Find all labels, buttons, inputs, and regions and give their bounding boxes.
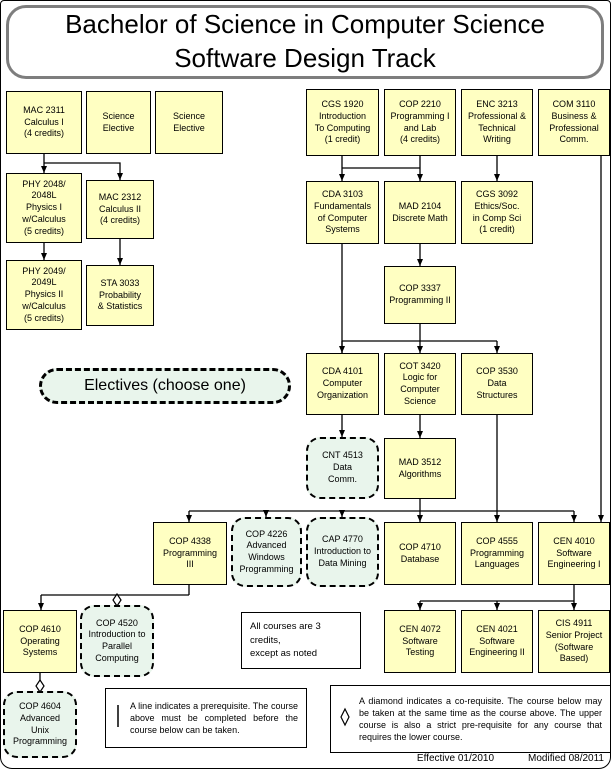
legend-corequisite: A diamond indicates a co-requisite. The … (330, 685, 610, 753)
course-cop4338: COP 4338 Programming III (153, 522, 227, 585)
line-icon (114, 702, 122, 733)
electives-label: Electives (choose one) (39, 368, 291, 404)
course-cis4911: CIS 4911 Senior Project (Software Based) (538, 610, 610, 673)
course-mad2104: MAD 2104 Discrete Math (384, 181, 456, 244)
course-enc3213: ENC 3213 Professional & Technical Writin… (461, 89, 533, 156)
course-science-elective-2: Science Elective (155, 91, 223, 154)
course-science-elective-1: Science Elective (86, 91, 151, 154)
course-cda4101: CDA 4101 Computer Organization (306, 353, 379, 415)
credits-note: All courses are 3 credits, except as not… (241, 612, 361, 669)
course-cgs3092: CGS 3092 Ethics/Soc. in Comp Sci (1 cred… (461, 181, 533, 244)
legend-prerequisite-text: A line indicates a prerequisite. The cou… (130, 700, 298, 736)
course-cop4710: COP 4710 Database (384, 522, 456, 585)
course-cop2210: COP 2210 Programming I and Lab (4 credit… (384, 89, 456, 156)
course-cen4021: CEN 4021 Software Engineering II (461, 610, 533, 673)
course-phy2049: PHY 2049/ 2049L Physics II w/Calculus (5… (6, 260, 82, 330)
course-cop3530: COP 3530 Data Structures (461, 353, 533, 415)
course-mac2312: MAC 2312 Calculus II (4 credits) (86, 180, 154, 239)
course-phy2048: PHY 2048/ 2048L Physics I w/Calculus (5 … (6, 173, 82, 243)
course-cap4770: CAP 4770 Introduction to Data Mining (306, 517, 379, 587)
course-cgs1920: CGS 1920 Introduction To Computing (1 cr… (306, 89, 379, 156)
course-cen4072: CEN 4072 Software Testing (384, 610, 456, 673)
legend-corequisite-text: A diamond indicates a co-requisite. The … (359, 695, 602, 743)
course-com3110: COM 3110 Business & Professional Comm. (538, 89, 610, 156)
course-cop4226: COP 4226 Advanced Windows Programming (231, 517, 302, 587)
effective-date: Effective 01/2010 (416, 753, 495, 764)
course-cop4604: COP 4604 Advanced Unix Programming (3, 691, 77, 758)
course-cot3420: COT 3420 Logic for Computer Science (384, 353, 456, 415)
course-cop4610: COP 4610 Operating Systems (3, 610, 77, 673)
course-cop3337: COP 3337 Programming II (384, 266, 456, 324)
course-cnt4513: CNT 4513 Data Comm. (306, 437, 379, 499)
course-cen4010: CEN 4010 Software Engineering I (538, 522, 610, 585)
course-sta3033: STA 3033 Probability & Statistics (86, 265, 154, 326)
modified-date: Modified 08/2011 (528, 753, 604, 764)
course-mad3512: MAD 3512 Algorithms (384, 438, 456, 499)
course-cop4555: COP 4555 Programming Languages (461, 522, 533, 585)
course-cop4520: COP 4520 Introduction to Parallel Comput… (80, 605, 154, 677)
footer: Effective 01/2010 Modified 08/2011 (417, 753, 604, 764)
legend-prerequisite: A line indicates a prerequisite. The cou… (105, 688, 307, 748)
diamond-icon (339, 702, 351, 735)
course-mac2311: MAC 2311 Calculus I (4 credits) (6, 91, 82, 154)
course-cda3103: CDA 3103 Fundamentals of Computer System… (306, 181, 379, 244)
page-title: Bachelor of Science in Computer Science … (6, 5, 604, 79)
